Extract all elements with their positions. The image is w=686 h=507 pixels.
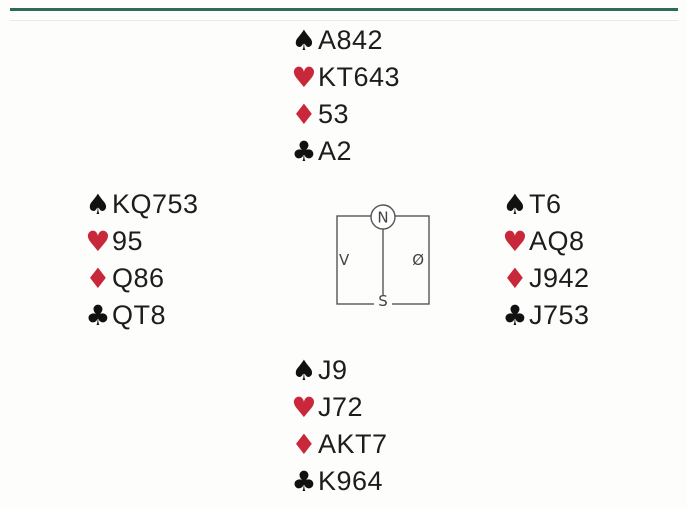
east-spades-cards: T6: [529, 189, 562, 219]
north-diamonds-cards: 53: [318, 99, 350, 129]
south-diamonds-cards: AKT7: [318, 429, 388, 459]
south-clubs-cards: K964: [318, 466, 384, 496]
club-icon: ♣: [291, 465, 317, 498]
west-hearts-cards: 95: [112, 226, 144, 256]
east-clubs-row: ♣ J753: [498, 297, 590, 334]
compass-north-label: N: [377, 209, 388, 227]
diamond-icon: ♦: [291, 98, 317, 131]
north-spades-row: ♠ A842: [287, 22, 400, 59]
diamond-icon: ♦: [291, 428, 317, 461]
heart-icon: ♥: [291, 391, 317, 424]
spade-icon: ♠: [291, 24, 317, 57]
spade-icon: ♠: [291, 354, 317, 387]
east-hearts-cards: AQ8: [529, 226, 585, 256]
compass-diagram: N V Ø S: [336, 204, 430, 310]
west-clubs-cards: QT8: [112, 300, 167, 330]
west-clubs-row: ♣ QT8: [81, 297, 199, 334]
compass-south-label: S: [378, 292, 388, 307]
heart-icon: ♥: [291, 61, 317, 94]
compass-east-label: Ø: [412, 251, 424, 269]
west-diamonds-cards: Q86: [112, 263, 165, 293]
east-hand: ♠ T6 ♥ AQ8 ♦ J942 ♣ J753: [498, 186, 590, 334]
heart-icon: ♥: [502, 225, 528, 258]
west-spades-cards: KQ753: [112, 189, 199, 219]
club-icon: ♣: [291, 135, 317, 168]
south-diamonds-row: ♦ AKT7: [287, 426, 388, 463]
east-spades-row: ♠ T6: [498, 186, 590, 223]
north-hand: ♠ A842 ♥ KT643 ♦ 53 ♣ A2: [287, 22, 400, 170]
club-icon: ♣: [85, 299, 111, 332]
west-diamonds-row: ♦ Q86: [81, 260, 199, 297]
west-hearts-row: ♥ 95: [81, 223, 199, 260]
south-spades-cards: J9: [318, 355, 348, 385]
south-spades-row: ♠ J9: [287, 352, 388, 389]
north-spades-cards: A842: [318, 25, 384, 55]
spade-icon: ♠: [85, 188, 111, 221]
north-diamonds-row: ♦ 53: [287, 96, 400, 133]
heart-icon: ♥: [85, 225, 111, 258]
north-hearts-cards: KT643: [318, 62, 401, 92]
east-diamonds-row: ♦ J942: [498, 260, 590, 297]
club-icon: ♣: [502, 299, 528, 332]
south-hand: ♠ J9 ♥ J72 ♦ AKT7 ♣ K964: [287, 352, 388, 500]
east-diamonds-cards: J942: [529, 263, 590, 293]
north-clubs-cards: A2: [318, 136, 353, 166]
divider: [10, 20, 678, 21]
west-spades-row: ♠ KQ753: [81, 186, 199, 223]
diamond-icon: ♦: [85, 262, 111, 295]
diamond-icon: ♦: [502, 262, 528, 295]
compass-west-label: V: [339, 251, 350, 269]
north-marker-circle: [370, 204, 396, 230]
header-rule: [10, 8, 678, 11]
south-label-mask: [374, 295, 392, 307]
south-clubs-row: ♣ K964: [287, 463, 388, 500]
north-hearts-row: ♥ KT643: [287, 59, 400, 96]
table-compass: N V Ø S: [334, 203, 432, 310]
east-hearts-row: ♥ AQ8: [498, 223, 590, 260]
east-clubs-cards: J753: [529, 300, 590, 330]
north-clubs-row: ♣ A2: [287, 133, 400, 170]
south-hearts-cards: J72: [318, 392, 364, 422]
west-hand: ♠ KQ753 ♥ 95 ♦ Q86 ♣ QT8: [81, 186, 199, 334]
south-hearts-row: ♥ J72: [287, 389, 388, 426]
spade-icon: ♠: [502, 188, 528, 221]
